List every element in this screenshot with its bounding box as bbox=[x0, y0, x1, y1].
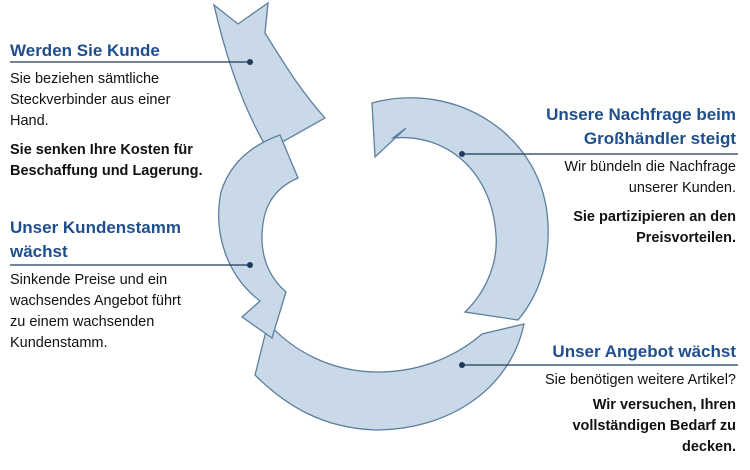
step-werden-sie-kunde: Werden Sie Kunde Sie beziehen sämtliche … bbox=[10, 39, 245, 182]
step-title: Unser Kundenstamm wächst bbox=[10, 218, 181, 261]
step-text: Sie benötigen weitere Artikel? bbox=[544, 372, 736, 388]
step-title: Unsere Nachfrage beim Großhändler steigt bbox=[546, 105, 736, 148]
step-kundenstamm-waechst: Unser Kundenstamm wächst Sinkende Preise… bbox=[10, 216, 245, 354]
cycle-arrow-entry bbox=[212, 1, 327, 151]
connector-dot-4 bbox=[247, 262, 253, 268]
step-title: Unser Angebot wächst bbox=[552, 342, 736, 361]
step-angebot-waechst: Unser Angebot wächst Sie benötigen weite… bbox=[446, 340, 736, 458]
step-text: Sinkende Preise und ein wachsendes Angeb… bbox=[10, 272, 181, 351]
cycle-arrow-bottom bbox=[254, 321, 525, 431]
connector-dot-1 bbox=[247, 59, 253, 65]
step-bold-text: Sie senken Ihre Kosten für Beschaffung u… bbox=[10, 142, 203, 179]
step-nachfrage-steigt: Unsere Nachfrage beim Großhändler steigt… bbox=[446, 103, 736, 249]
connector-dot-3 bbox=[459, 362, 465, 368]
step-text: Sie beziehen sämtliche Steckverbinder au… bbox=[10, 71, 171, 129]
connector-dot-2 bbox=[459, 151, 465, 157]
cycle-arrow-left bbox=[218, 134, 299, 340]
step-bold-text: Wir versuchen, Ihren vollständigen Bedar… bbox=[572, 397, 736, 455]
step-text: Wir bündeln die Nachfrage unserer Kunden… bbox=[564, 159, 736, 196]
step-title: Werden Sie Kunde bbox=[10, 41, 160, 60]
step-bold-text: Sie partizipieren an den Preisvorteilen. bbox=[573, 209, 736, 246]
